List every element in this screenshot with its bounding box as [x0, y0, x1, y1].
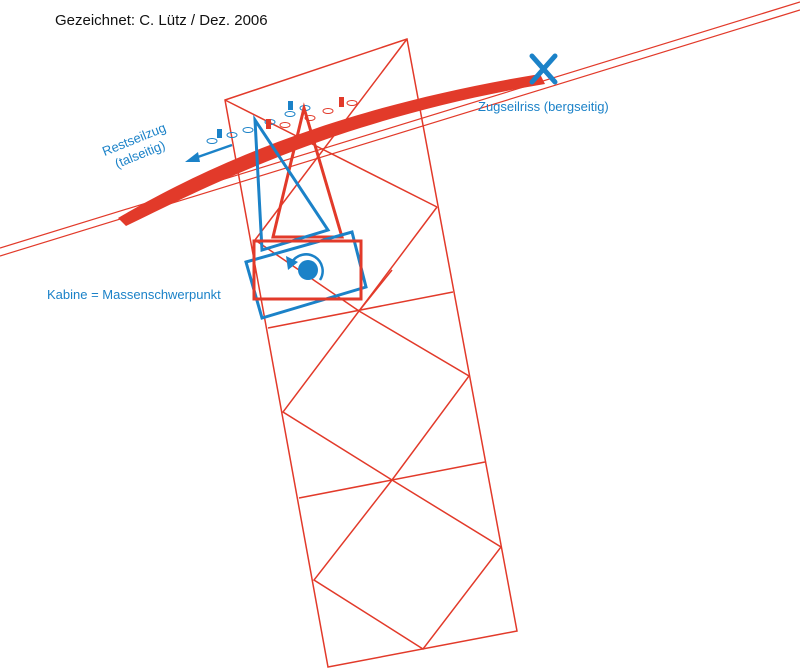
red-cabin [252, 239, 363, 301]
rupture-x-icon [529, 53, 558, 85]
credit-text: Gezeichnet: C. Lütz / Dez. 2006 [55, 12, 268, 29]
rotation-arrow-icon [286, 253, 324, 281]
center-of-mass-icon [298, 260, 318, 280]
rest-pull-arrow-icon [185, 143, 233, 162]
tower-frame [224, 38, 518, 668]
cabin-label: Kabine = Massenschwerpunkt [47, 287, 221, 302]
haul-rope [118, 74, 545, 226]
carriage-train [206, 97, 358, 144]
rupture-label: Zugseilriss (bergseitig) [478, 99, 609, 114]
